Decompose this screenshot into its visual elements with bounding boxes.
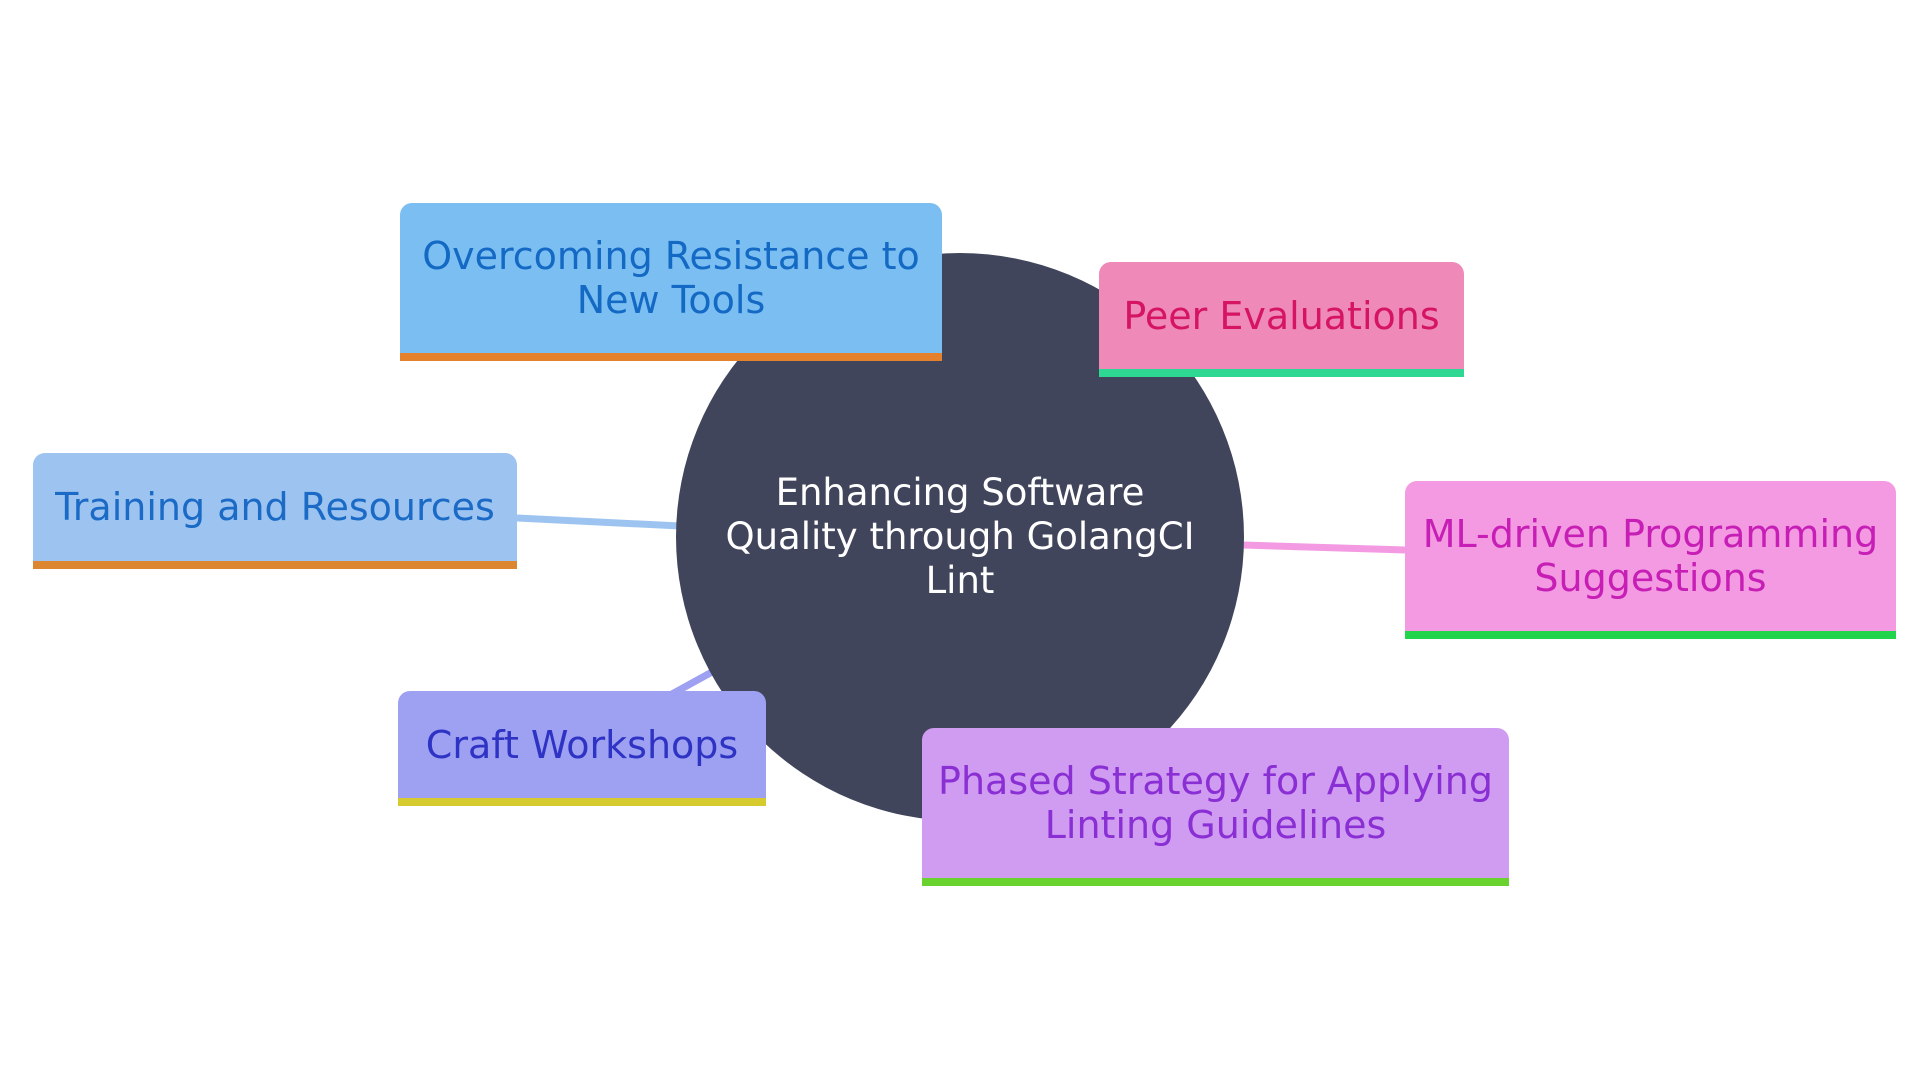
node-label: Overcoming Resistance to New Tools — [422, 234, 920, 322]
central-topic-label: Enhancing Software Quality through Golan… — [725, 471, 1195, 602]
node-label: Phased Strategy for Applying Linting Gui… — [938, 759, 1493, 847]
node-overcoming-resistance[interactable]: Overcoming Resistance to New Tools — [400, 203, 942, 361]
node-craft-workshops[interactable]: Craft Workshops — [398, 691, 766, 806]
node-training-resources[interactable]: Training and Resources — [33, 453, 517, 569]
node-label: Peer Evaluations — [1123, 293, 1440, 338]
node-label: Craft Workshops — [425, 722, 739, 767]
node-label: ML-driven Programming Suggestions — [1422, 512, 1879, 600]
link-ml-suggestions — [1242, 541, 1406, 554]
link-training-resources — [516, 514, 681, 530]
node-label: Training and Resources — [55, 485, 495, 529]
link-craft-workshops — [670, 668, 714, 698]
node-phased-strategy[interactable]: Phased Strategy for Applying Linting Gui… — [922, 728, 1509, 886]
node-peer-evaluations[interactable]: Peer Evaluations — [1099, 262, 1464, 377]
node-ml-suggestions[interactable]: ML-driven Programming Suggestions — [1405, 481, 1896, 639]
